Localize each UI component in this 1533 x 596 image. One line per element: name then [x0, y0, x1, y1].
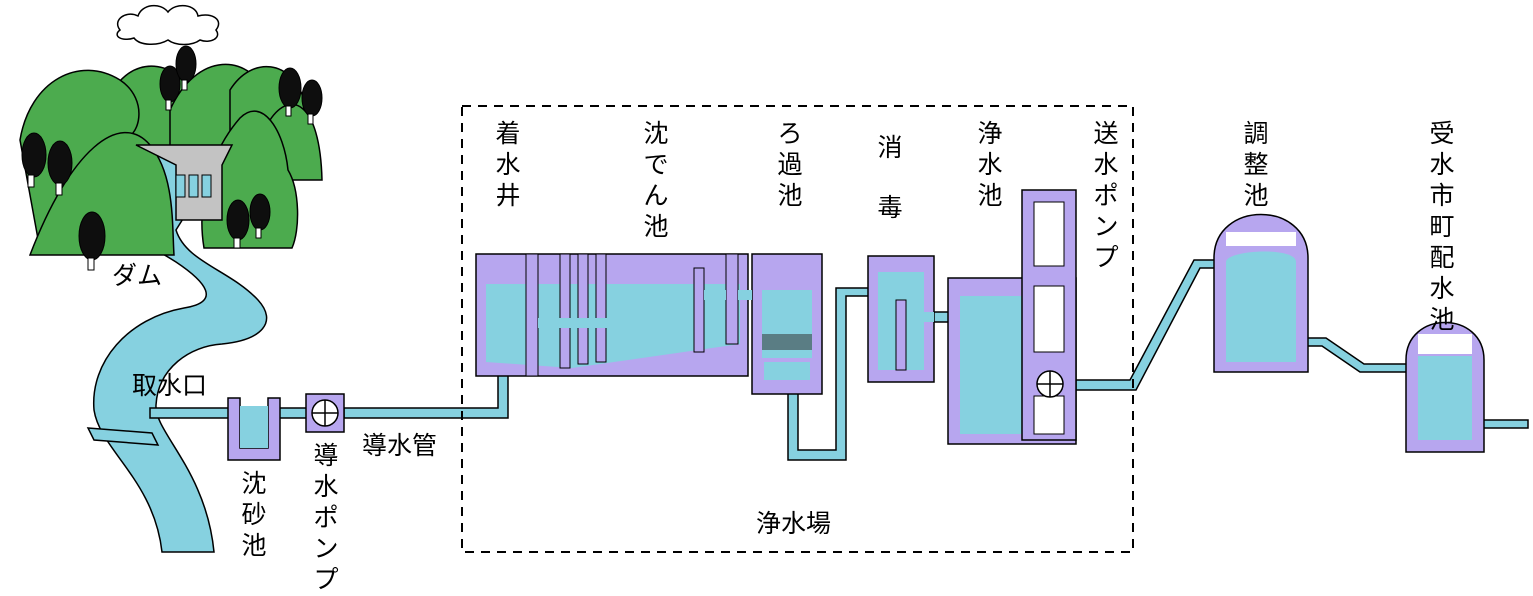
clear-water-label: 浄水池 — [977, 119, 1003, 210]
pipes — [149, 259, 1529, 461]
sedimentation-label: 沈でん池 — [643, 119, 669, 241]
mountains — [19, 63, 323, 256]
conduit-label: 導水管 — [362, 431, 438, 460]
outlet-pipe — [1477, 419, 1529, 429]
conduit-pipe — [343, 373, 509, 419]
plant-label: 浄水場 — [756, 509, 832, 538]
transmission-pump-label: 送水ポンプ — [1093, 119, 1119, 272]
transmission-pipe-1 — [1063, 259, 1221, 391]
grit-chamber-label: 沈砂池 — [241, 469, 267, 560]
regulating-label: 調整池 — [1243, 119, 1269, 210]
transmission-pump-icon — [1036, 370, 1064, 398]
transmission-pipe-2 — [1301, 337, 1411, 373]
intake-gate — [86, 427, 160, 446]
intake-label: 取水口 — [132, 371, 208, 400]
distribution-label: 受水市町配水池 — [1429, 119, 1455, 334]
receiving-and-sedimentation — [475, 253, 749, 377]
clear-water-tank — [947, 189, 1077, 445]
dam-label: ダム — [112, 261, 163, 290]
regulating-reservoir — [1213, 213, 1309, 373]
disinfection-label: 消毒 — [877, 133, 903, 222]
grit-chamber — [227, 397, 281, 461]
disinfection-tank — [867, 255, 935, 383]
intake-pump-label: 導水ポンプ — [313, 441, 339, 594]
distribution-reservoir — [1405, 321, 1485, 453]
intake-pump-icon — [305, 393, 345, 433]
filter-media — [762, 334, 812, 350]
filtration-label: ろ過池 — [777, 119, 803, 210]
intake-pipe — [149, 407, 231, 419]
filtration-basin — [738, 253, 823, 395]
receiving-well-label: 着水井 — [495, 119, 521, 210]
trees — [21, 45, 323, 271]
dam — [135, 144, 234, 221]
cloud-icon — [116, 4, 220, 46]
